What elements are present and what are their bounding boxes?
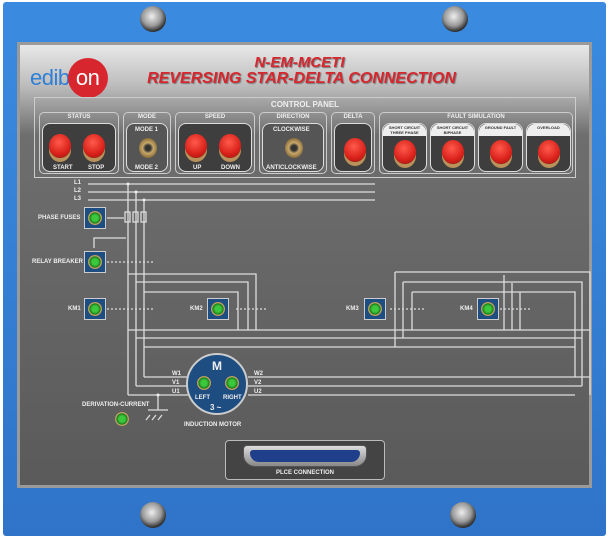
speed-down-button[interactable] <box>219 134 241 158</box>
control-panel: CONTROL PANEL STATUS START STOP MODE MOD… <box>34 97 576 178</box>
stop-button[interactable] <box>83 134 105 158</box>
km2-button[interactable] <box>207 298 229 320</box>
direction-toggle-switch[interactable] <box>285 138 303 158</box>
motor-left-button[interactable] <box>194 373 216 395</box>
screw-icon <box>140 6 166 32</box>
plc-connector[interactable]: PLCE CONNECTION <box>225 440 385 480</box>
fault-three-phase-button[interactable] <box>394 140 416 164</box>
speed-up-button[interactable] <box>185 134 207 158</box>
derivation-current-button[interactable] <box>112 409 134 431</box>
km4-button[interactable] <box>477 298 499 320</box>
control-panel-title: CONTROL PANEL <box>270 100 340 109</box>
start-button[interactable] <box>49 134 71 158</box>
fault-biphase-button[interactable] <box>442 140 464 164</box>
delta-button[interactable] <box>344 138 366 162</box>
screw-icon <box>140 502 166 528</box>
panel-title: REVERSING STAR-DELTA CONNECTION <box>147 70 456 87</box>
screw-icon <box>442 6 468 32</box>
front-plate <box>17 42 592 488</box>
phase-fuses-button[interactable] <box>84 207 106 229</box>
induction-motor: M LEFT RIGHT 3 ~ <box>186 353 248 415</box>
relay-breaker-label: RELAY BREAKER <box>32 259 84 265</box>
mode-group: MODE MODE 1 MODE 2 <box>123 112 171 174</box>
relay-breaker-button[interactable] <box>84 251 106 273</box>
km3-button[interactable] <box>364 298 386 320</box>
motor-right-button[interactable] <box>222 373 244 395</box>
screw-icon <box>450 502 476 528</box>
km1-button[interactable] <box>84 298 106 320</box>
direction-group: DIRECTION CLOCKWISE ANTICLOCKWISE <box>259 112 327 174</box>
fault-ground-button[interactable] <box>490 140 512 164</box>
fault-simulation-group: FAULT SIMULATION SHORT CIRCUIT THREE PHA… <box>379 112 573 174</box>
delta-group: DELTA <box>331 112 375 174</box>
induction-motor-label: INDUCTION MOTOR <box>184 422 242 428</box>
phase-fuses-label: PHASE FUSES <box>38 215 81 221</box>
status-group: STATUS START STOP <box>39 112 119 174</box>
fault-overload-button[interactable] <box>538 140 560 164</box>
model-title: N-EM-MCETI <box>254 54 345 71</box>
speed-group: SPEED UP DOWN <box>175 112 255 174</box>
derivation-current-label: DERIVATION-CURRENT <box>82 402 150 408</box>
mode-toggle-switch[interactable] <box>139 138 157 158</box>
db37-connector-icon <box>243 445 367 467</box>
